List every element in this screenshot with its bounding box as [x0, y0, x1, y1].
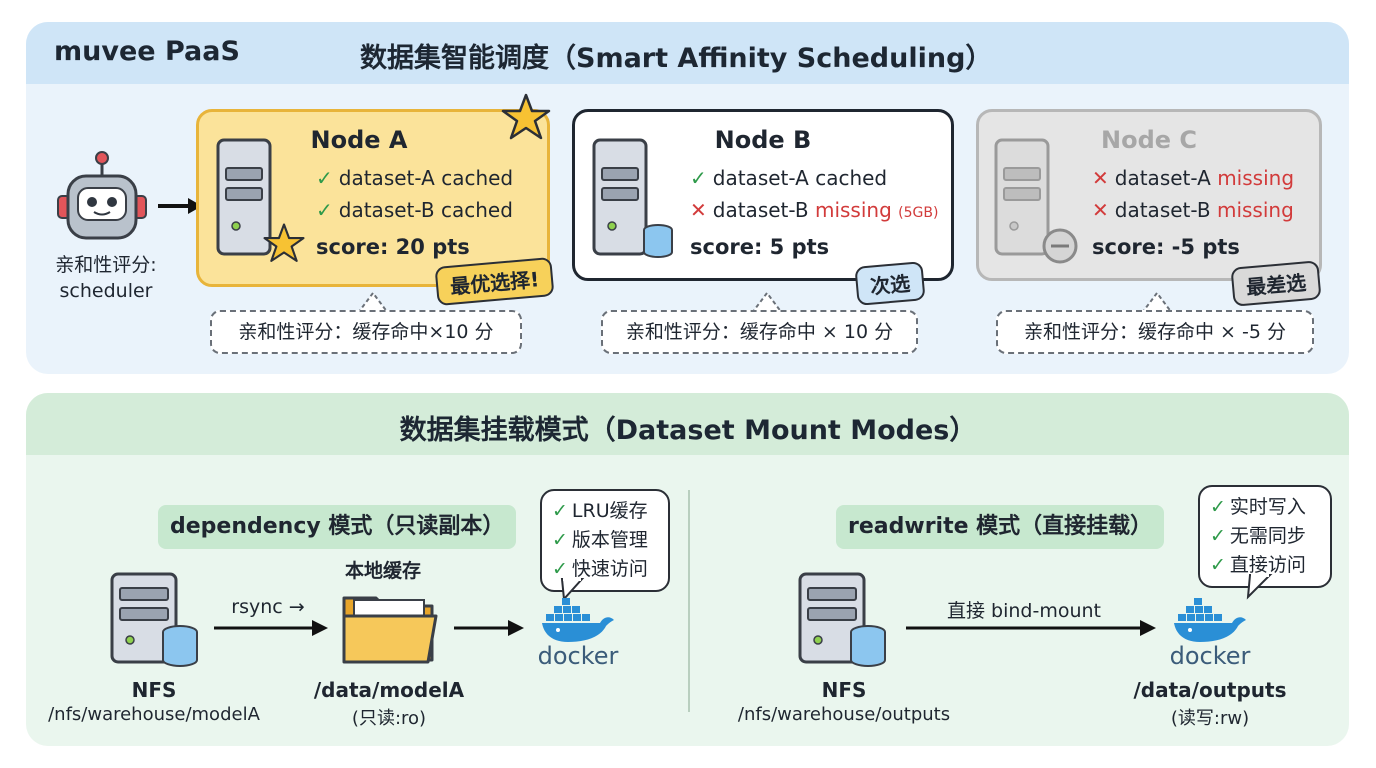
readwrite-source-path: /nfs/warehouse/outputs	[737, 704, 951, 725]
bubble-tail	[1246, 573, 1273, 600]
folder-icon	[342, 596, 438, 664]
feature-text: 无需同步	[1229, 525, 1306, 547]
robot-icon	[57, 151, 147, 240]
check-icon: ✓	[552, 558, 568, 580]
readwrite-source-name: NFS	[821, 678, 867, 702]
dependency-target-path: /data/modelA	[313, 678, 465, 702]
check-icon: ✓	[690, 166, 707, 190]
mode-divider	[688, 490, 690, 712]
docker-label: docker	[537, 642, 619, 670]
dataset-name: dataset-A	[1114, 166, 1211, 190]
feature-text: 实时写入	[1229, 496, 1306, 518]
feature-text: 快速访问	[571, 558, 648, 580]
dataset-status: missing	[1217, 166, 1295, 190]
dataset-name: dataset-B	[1114, 198, 1211, 222]
node-b-formula: 亲和性评分：缓存命中 × 10 分	[601, 310, 918, 354]
node-c-dataset-a: ✕dataset-A missing	[1092, 166, 1294, 190]
docker-whale-icon	[1174, 598, 1246, 642]
node-b-name: Node B	[714, 126, 812, 154]
check-icon: ✓	[1210, 496, 1226, 518]
cross-icon: ✕	[1092, 198, 1109, 222]
feature-item: ✓直接访问	[1210, 551, 1320, 580]
scheduler-label: 亲和性评分: scheduler	[48, 252, 164, 304]
readwrite-target-mode: (读写:rw)	[1170, 708, 1250, 729]
docker-whale-icon	[542, 598, 614, 642]
check-icon: ✓	[1210, 525, 1226, 547]
bind-mount-label: 直接 bind-mount	[946, 600, 1101, 622]
server-icon	[994, 138, 1078, 264]
nfs-server-icon	[798, 572, 886, 667]
local-cache-label: 本地缓存	[344, 560, 421, 582]
readwrite-target-path: /data/outputs	[1133, 678, 1287, 702]
node-a-name: Node A	[310, 126, 408, 154]
node-a-dataset-a: ✓dataset-A cached	[316, 166, 513, 190]
node-b-dataset-a: ✓dataset-A cached	[690, 166, 887, 190]
dataset-name: dataset-B	[712, 198, 809, 222]
formula-pointer	[751, 291, 783, 314]
node-b-tag: 次选	[854, 261, 926, 306]
dependency-mode-pill: dependency 模式（只读副本）	[158, 505, 517, 549]
feature-item: ✓版本管理	[552, 526, 658, 555]
dataset-status: cached	[441, 166, 514, 190]
dataset-name: dataset-B	[338, 198, 435, 222]
readwrite-features-bubble: ✓实时写入 ✓无需同步 ✓直接访问	[1198, 485, 1332, 588]
scheduling-title: 数据集智能调度（Smart Affinity Scheduling）	[360, 43, 993, 74]
rsync-label: rsync →	[231, 596, 305, 618]
scheduler-arrow	[158, 198, 202, 214]
feature-text: 直接访问	[1229, 554, 1306, 576]
check-icon: ✓	[552, 529, 568, 551]
scheduler-label-line2: scheduler	[59, 280, 153, 302]
cross-icon: ✕	[690, 198, 707, 222]
feature-text: LRU缓存	[571, 500, 648, 522]
dataset-name: dataset-A	[712, 166, 809, 190]
dependency-target-mode: (只读:ro)	[351, 708, 427, 729]
cross-icon: ✕	[1092, 166, 1109, 190]
feature-text: 版本管理	[571, 529, 648, 551]
node-c-score: score: -5 pts	[1092, 235, 1240, 259]
check-icon: ✓	[316, 198, 333, 222]
formula-pointer	[357, 291, 389, 314]
node-c-formula: 亲和性评分：缓存命中 × -5 分	[996, 310, 1314, 354]
dataset-status: cached	[815, 166, 888, 190]
node-b-score: score: 5 pts	[690, 235, 830, 259]
star-icon	[501, 93, 551, 140]
server-icon	[592, 138, 673, 258]
node-c-dataset-b: ✕dataset-B missing	[1092, 198, 1294, 222]
dataset-status: missing	[814, 198, 892, 222]
bubble-tail	[560, 577, 585, 602]
node-a-score: score: 20 pts	[316, 235, 470, 259]
dependency-features-bubble: ✓LRU缓存 ✓版本管理 ✓快速访问	[540, 489, 670, 592]
dataset-size-note: (5GB)	[898, 205, 939, 221]
mount-modes-panel	[26, 393, 1349, 746]
formula-pointer	[1141, 291, 1173, 314]
dataset-status: cached	[440, 198, 513, 222]
node-a-dataset-b: ✓dataset-B cached	[316, 198, 513, 222]
dataset-status: missing	[1216, 198, 1294, 222]
feature-item: ✓无需同步	[1210, 522, 1320, 551]
brand-title: muvee PaaS	[54, 36, 240, 67]
dependency-source-path: /nfs/warehouse/modelA	[48, 704, 260, 725]
readwrite-mode-pill: readwrite 模式（直接挂载）	[836, 505, 1165, 549]
node-a-formula: 亲和性评分：缓存命中×10 分	[210, 310, 522, 354]
feature-item: ✓LRU缓存	[552, 497, 658, 526]
dataset-name: dataset-A	[338, 166, 435, 190]
nfs-server-icon	[110, 572, 198, 667]
rsync-arrow	[214, 620, 328, 636]
node-c-name: Node C	[1101, 126, 1197, 154]
check-icon: ✓	[1210, 554, 1226, 576]
copy-arrow	[454, 620, 524, 636]
feature-item: ✓快速访问	[552, 555, 658, 584]
scheduler-label-line1: 亲和性评分:	[55, 254, 157, 276]
node-b-dataset-b: ✕dataset-B missing (5GB)	[690, 198, 938, 222]
check-icon: ✓	[552, 500, 568, 522]
node-c-tag: 最差选	[1230, 260, 1322, 307]
dependency-source-name: NFS	[131, 678, 177, 702]
server-icon	[216, 138, 272, 256]
check-icon: ✓	[316, 166, 333, 190]
star-badge-icon	[263, 223, 305, 262]
docker-label: docker	[1169, 642, 1251, 670]
feature-item: ✓实时写入	[1210, 493, 1320, 522]
bind-mount-arrow	[906, 620, 1156, 636]
mount-modes-title: 数据集挂载模式（Dataset Mount Modes）	[399, 415, 977, 446]
